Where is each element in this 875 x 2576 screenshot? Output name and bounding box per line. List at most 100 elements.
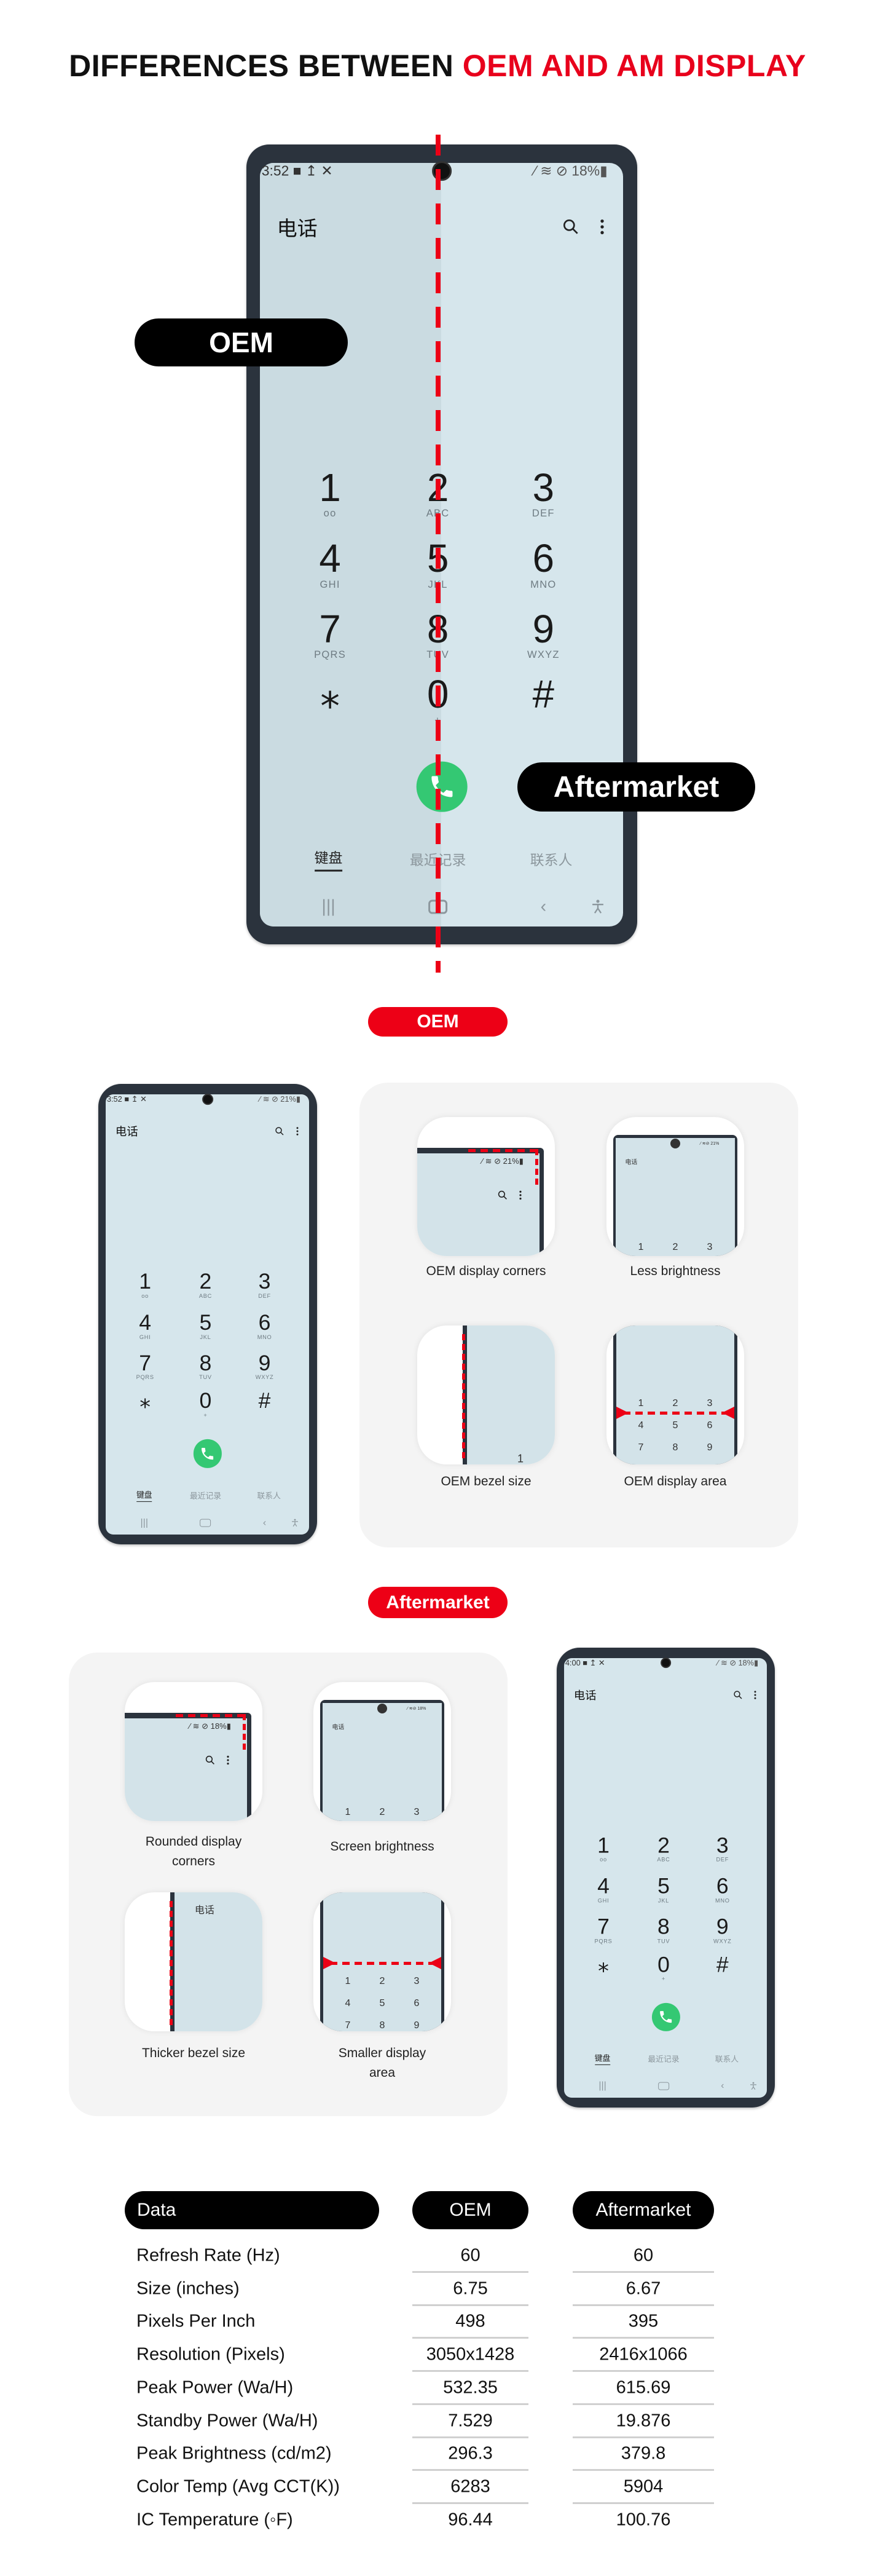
dial-digit: 3	[414, 1807, 420, 1818]
dial-digit: 6	[414, 1997, 420, 2009]
recent-apps-button[interactable]: |||	[321, 896, 335, 917]
dial-digit: 7	[345, 2020, 351, 2031]
tab-0[interactable]: 键盘	[136, 1488, 152, 1502]
table-header-aftermarket: Aftermarket	[573, 2191, 714, 2229]
back-button[interactable]: ‹	[540, 896, 547, 917]
key-digit: 8	[199, 1351, 212, 1376]
more-options-icon[interactable]	[599, 219, 605, 235]
dial-key-11[interactable]: #	[533, 676, 554, 727]
app-title: 电话	[115, 1125, 138, 1139]
key-digit: 1	[319, 465, 341, 510]
app-title: 电话	[573, 1689, 597, 1702]
key-letters: GHI	[139, 1333, 151, 1340]
search-icon	[205, 1755, 215, 1765]
row-divider	[412, 2436, 528, 2438]
wifi-icon: ≋	[720, 1657, 728, 1667]
shopping-bag-icon: ■	[124, 1094, 130, 1104]
tab-0[interactable]: 键盘	[314, 846, 343, 872]
key-digit: ⁎	[598, 1951, 609, 1977]
tab-1[interactable]: 最近记录	[648, 2054, 680, 2064]
battery-icon: ▮	[600, 162, 608, 179]
app-title: 电话	[332, 1724, 345, 1731]
tab-2[interactable]: 联系人	[530, 851, 573, 868]
accessibility-icon[interactable]	[748, 2082, 757, 2090]
corner-highlight	[243, 1713, 246, 1750]
accessibility-icon[interactable]	[591, 899, 606, 914]
back-button[interactable]: ‹	[721, 2080, 724, 2091]
call-button[interactable]	[416, 761, 468, 813]
dial-key-9[interactable]: ⁎	[139, 1390, 151, 1419]
dial-digit: 1	[345, 1975, 351, 1986]
dial-key-11[interactable]: #	[716, 1953, 729, 1982]
display-width-highlight	[622, 1412, 728, 1415]
status-time: 3:52 ■ ↥ ✕	[107, 1094, 147, 1104]
table-cell-oem: 3050x1428	[426, 2344, 515, 2365]
tab-2[interactable]: 联系人	[257, 1491, 281, 1501]
accessibility-icon[interactable]	[291, 1519, 299, 1527]
table-cell-aftermarket: 379.8	[621, 2443, 666, 2463]
tab-0[interactable]: 键盘	[594, 2052, 611, 2066]
shopping-bag-icon: ■	[583, 1657, 587, 1667]
tab-2[interactable]: 联系人	[715, 2054, 739, 2064]
home-button[interactable]	[200, 1519, 211, 1527]
dial-digit: 1	[638, 1242, 644, 1253]
key-letters: GHI	[320, 579, 340, 591]
table-cell-aftermarket: 6.67	[626, 2278, 661, 2299]
badge-text: Aftermarket	[386, 1592, 490, 1613]
more-options-icon[interactable]	[296, 1127, 299, 1136]
table-cell-aftermarket: 60	[633, 2245, 654, 2266]
dial-key-9[interactable]: ⁎	[598, 1951, 609, 1982]
more-options-icon[interactable]	[754, 1691, 757, 1700]
camera-cutout	[670, 1138, 680, 1148]
dial-key-10[interactable]: 0+	[657, 1953, 670, 1981]
dial-digit: 3	[414, 1975, 420, 1986]
search-icon[interactable]	[275, 1127, 284, 1136]
search-icon[interactable]	[733, 1691, 742, 1700]
header-text: OEM	[449, 2200, 492, 2220]
search-icon[interactable]	[563, 219, 579, 235]
feature-label: OEM display area	[624, 1474, 727, 1488]
back-button[interactable]: ‹	[262, 1517, 267, 1528]
camera-cutout	[202, 1093, 213, 1105]
status-time: 3:52 ■ ↥ ✕	[262, 162, 333, 179]
dial-digit: 4	[345, 1997, 351, 2009]
dial-key-9[interactable]: ⁎	[320, 676, 340, 727]
battery-icon: ▮	[754, 1657, 759, 1667]
key-letters: GHI	[597, 1897, 610, 1904]
key-digit: 4	[597, 1873, 610, 1898]
aftermarket-section-badge: Aftermarket	[368, 1587, 508, 1618]
home-button[interactable]	[658, 2082, 669, 2090]
recent-apps-button[interactable]: |||	[140, 1517, 148, 1528]
call-button[interactable]	[651, 2002, 680, 2031]
call-button[interactable]	[193, 1439, 222, 1468]
recent-apps-button[interactable]: |||	[598, 2080, 606, 2091]
dial-key-10[interactable]: 0+	[200, 1390, 212, 1418]
tab-1[interactable]: 最近记录	[189, 1491, 222, 1501]
dial-key-11[interactable]: #	[259, 1390, 271, 1419]
